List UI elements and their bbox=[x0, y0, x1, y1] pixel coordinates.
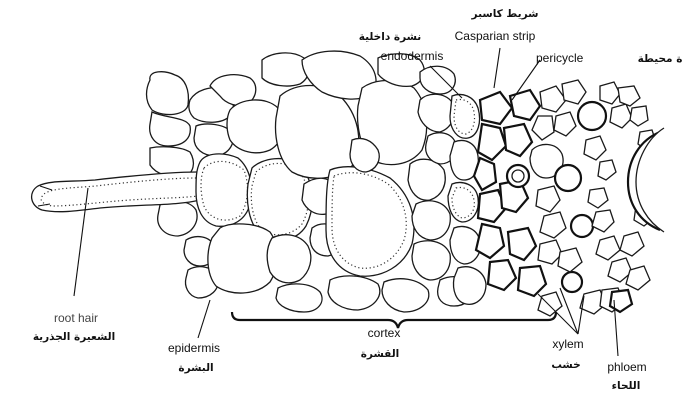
root-hair-label-en: root hair bbox=[54, 311, 98, 325]
casparian-strip-label-ar: شريط كاسبر bbox=[471, 8, 539, 20]
phloem-label-ar: اللحاء bbox=[612, 380, 641, 392]
casparian-strip-label-en: Casparian strip bbox=[455, 29, 536, 43]
epidermis-label-ar: البشرة bbox=[178, 362, 213, 374]
xylem-label-ar: خشب bbox=[551, 359, 580, 371]
endodermis-label-en: endodermis bbox=[381, 49, 444, 63]
cortex-label-ar: القشرة bbox=[361, 348, 400, 360]
root-hair-label-ar: الشعيرة الجذرية bbox=[33, 331, 115, 343]
xylem-label-en: xylem bbox=[552, 337, 583, 351]
stele-cells bbox=[474, 80, 664, 316]
epidermis-label-en: epidermis bbox=[168, 341, 220, 355]
pericycle-label-ar: ة محيطة bbox=[638, 53, 683, 65]
phloem-label-en: phloem bbox=[607, 360, 646, 374]
pericycle-label-en: pericycle bbox=[536, 51, 584, 65]
cortex-label-en: cortex bbox=[368, 326, 401, 340]
endodermis-label-ar: نشرة داخلية bbox=[359, 31, 422, 43]
